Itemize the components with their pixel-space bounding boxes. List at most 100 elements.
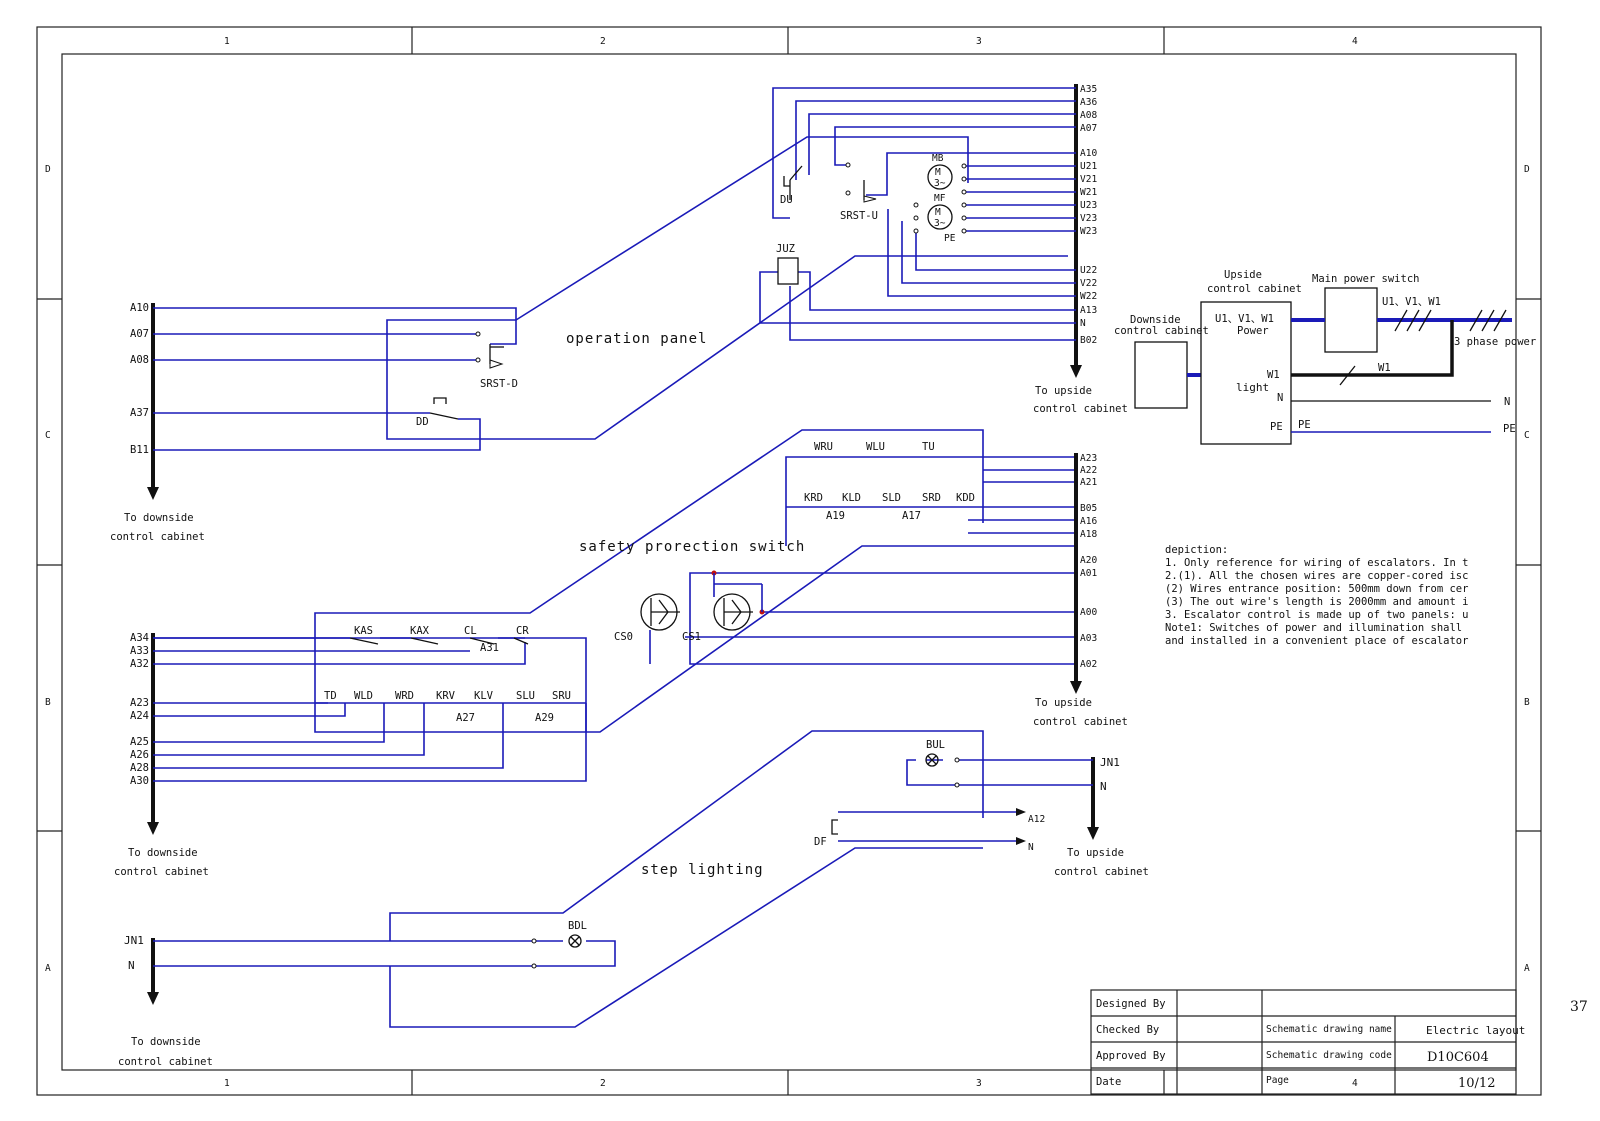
w1-feed (1291, 320, 1454, 377)
col-label-2-bottom: 2 (600, 1078, 606, 1089)
downside-label-2: control cabinet (1114, 325, 1209, 337)
terminal-b11: B11 (130, 444, 149, 456)
term-w21: W21 (1080, 187, 1097, 198)
motor-pe-label: PE (944, 233, 956, 244)
s-r-a18: A18 (1080, 529, 1097, 540)
sw-wld-label: WLD (354, 690, 373, 702)
upside-label-2: control cabinet (1207, 283, 1302, 295)
note-line-3: (2) Wires entrance position: 500mm down … (1165, 583, 1468, 595)
s-term-a34: A34 (130, 632, 149, 644)
juz-label: JUZ (776, 243, 795, 255)
bus-arrow-down-2 (1070, 365, 1082, 378)
srst-d-label: SRST-D (480, 378, 518, 390)
r-term-jn1: JN1 (1100, 756, 1120, 769)
row-label-d: D (45, 164, 51, 175)
col-label-1: 1 (224, 36, 230, 47)
lighting-trunk (389, 730, 984, 941)
note-line-7: and installed in a convenient place of e… (1165, 635, 1468, 647)
page-value: 10/12 (1458, 1076, 1495, 1091)
motor-mb-3: 3~ (934, 178, 946, 189)
wire-u22 (915, 233, 1076, 271)
wire-num-a31: A31 (480, 642, 499, 654)
cable-trunk-upper (515, 136, 969, 321)
sw-krv-label: KRV (436, 690, 456, 702)
to-upside-label-2: control cabinet (1033, 403, 1128, 415)
wire-a08-up (808, 113, 1076, 175)
pe-line-label: PE (1298, 419, 1311, 431)
edge-number: 37 (1570, 999, 1588, 1015)
cs-loop-wire (689, 572, 1076, 665)
df-socket: DF A12 N (814, 808, 1045, 853)
drawing-name-value: Electric layout (1426, 1024, 1525, 1037)
s-term-a30: A30 (130, 775, 149, 787)
s-term-a25: A25 (130, 736, 149, 748)
drawing-name-label: Schematic drawing name (1266, 1024, 1392, 1035)
col-label-2: 2 (600, 36, 606, 47)
checked-by: Checked By (1096, 1024, 1159, 1036)
dd-pushbutton: DD (416, 397, 459, 428)
terminal-a07: A07 (130, 328, 149, 340)
note-line-5: 3. Escalator control is made up of two p… (1165, 609, 1468, 621)
row-label-b: B (45, 697, 51, 708)
term-w22: W22 (1080, 291, 1097, 302)
du-switch: DU (780, 165, 803, 206)
safety-to-upside-2: control cabinet (1033, 716, 1128, 728)
to-upside-label: To upside (1035, 385, 1092, 397)
s-term-a26: A26 (130, 749, 149, 761)
df-label: DF (814, 836, 827, 848)
cable-to-upside (386, 255, 1068, 440)
sw-wru-label: WRU (814, 441, 833, 453)
row-label-d-right: D (1524, 164, 1530, 175)
three-phase-label: 3 phase power (1454, 336, 1536, 348)
wire-v22 (901, 221, 1076, 284)
sw-slu-label: SLU (516, 690, 535, 702)
term-v23: V23 (1080, 213, 1097, 224)
cs1-label: CS1 (682, 631, 701, 643)
lighting-left-arrow (147, 992, 159, 1005)
cabinet-power: Power (1237, 325, 1269, 337)
motor-mb-m: M (935, 167, 941, 178)
wire-s-a26 (153, 703, 425, 756)
term-b02: B02 (1080, 335, 1097, 346)
step-lighting-title: step lighting (641, 862, 764, 878)
r-term-n: N (1100, 780, 1107, 793)
notes-title: depiction: (1165, 544, 1228, 556)
wire-b11 (153, 418, 481, 451)
col-label-1-bottom: 1 (224, 1078, 230, 1089)
sw-krd-label: KRD (804, 492, 823, 504)
term-w23: W23 (1080, 226, 1097, 237)
w1-line-label: W1 (1378, 362, 1391, 374)
operation-panel-section: A10 A07 A08 A37 B11 To downside control … (110, 84, 1128, 543)
sw-klv-label: KLV (474, 690, 494, 702)
safety-to-downside: To downside (128, 847, 198, 859)
wire-a13 (798, 271, 1076, 311)
s-term-a32: A32 (130, 658, 149, 670)
sw-cr-label: CR (516, 625, 529, 637)
downside-label: Downside (1130, 314, 1181, 326)
term-u21: U21 (1080, 161, 1097, 172)
pe-out-label: PE (1503, 423, 1516, 435)
cabinet-uvw: U1、V1、W1 (1215, 313, 1274, 325)
s-r-a03: A03 (1080, 633, 1097, 644)
switches-row-1: KAS KAX CL CR A31 (349, 625, 529, 654)
downside-cabinet-box (1134, 341, 1188, 409)
safety-top-wire (785, 456, 1076, 546)
row1-links (153, 637, 525, 652)
safety-trunk (153, 429, 984, 733)
term-a36: A36 (1080, 97, 1097, 108)
upside-label: Upside (1224, 269, 1262, 281)
wire-a36 (795, 100, 1076, 180)
term-a08: A08 (1080, 110, 1097, 121)
sw-wlu-label: WLU (866, 441, 885, 453)
sw-kdd-label: KDD (956, 492, 975, 504)
note-line-6: Note1: Switches of power and illuminatio… (1165, 622, 1462, 634)
drawing-frame: 1 2 3 4 1 2 3 4 D C B A D C B A (36, 26, 1542, 1096)
srst-d-switch: SRST-D (475, 331, 518, 390)
bul-return (906, 759, 1076, 786)
wire-a35 (772, 87, 1076, 219)
terminal-a08: A08 (130, 354, 149, 366)
lighting-to-downside: To downside (131, 1036, 201, 1048)
col-label-3-bottom: 3 (976, 1078, 982, 1089)
depiction-notes: depiction: 1. Only reference for wiring … (1165, 544, 1468, 647)
